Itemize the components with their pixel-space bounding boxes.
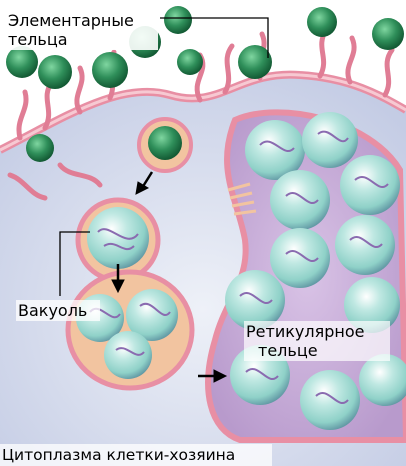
elementary-body (307, 7, 337, 37)
reticulate-body-label-line2: тельце (258, 342, 318, 360)
reticulate-body-label-line1: Ретикулярное (246, 323, 364, 341)
elementary-body (38, 55, 72, 89)
endocytosed-elementary-body (139, 119, 191, 171)
elementary-body (26, 134, 54, 162)
elementary-body (372, 18, 404, 50)
elementary-bodies-label-line1: Элементарные (8, 12, 134, 30)
host-cytoplasm-label: Цитоплазма клетки-хозяина (2, 446, 235, 464)
elementary-body (177, 49, 203, 75)
elementary-bodies-label-line2: тельца (8, 31, 68, 49)
large-inclusion (208, 112, 406, 440)
elementary-body (238, 45, 272, 79)
elementary-body (164, 6, 192, 34)
vacuole-label: Вакуоль (18, 302, 87, 320)
dividing-vacuole (68, 272, 192, 388)
elementary-body (92, 52, 128, 88)
elementary-body (6, 46, 38, 78)
